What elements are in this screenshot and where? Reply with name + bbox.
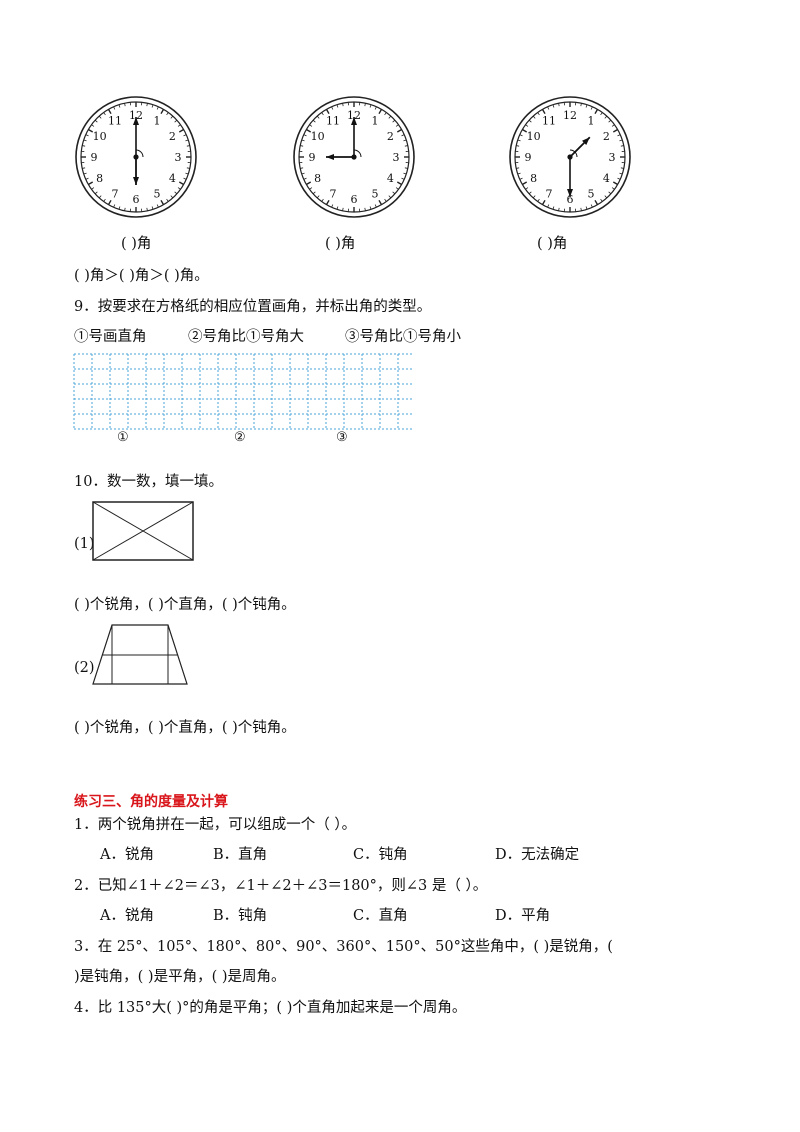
- s3-q1-option-a[interactable]: A．锐角: [100, 847, 154, 863]
- clock-number: 2: [603, 130, 610, 143]
- hour-hand: [326, 154, 354, 160]
- q9-req-3: ③号角比①号角小: [345, 329, 461, 345]
- hour-hand: [133, 157, 139, 185]
- s3-q2-option-b[interactable]: B．钝角: [213, 908, 268, 924]
- clock-number: 10: [93, 130, 107, 143]
- q9-req-1: ①号画直角: [74, 329, 147, 345]
- minute-hand: [351, 117, 357, 157]
- clock-number: 4: [169, 172, 176, 185]
- clock-number: 2: [169, 130, 176, 143]
- clock-number: 12: [563, 109, 577, 122]
- clock-number: 5: [588, 187, 595, 200]
- s3-q1-option-d[interactable]: D．无法确定: [495, 847, 580, 863]
- s3-q2-option-d[interactable]: D．平角: [495, 908, 551, 924]
- s3-q1-option-b[interactable]: B．直角: [213, 847, 268, 863]
- s3-q4-text: 4．比 135°大( )°的角是平角；( )个直角加起来是一个周角。: [74, 1000, 467, 1016]
- clock-number: 7: [330, 187, 337, 200]
- clock-number: 3: [175, 151, 182, 164]
- clock-number: 2: [387, 130, 394, 143]
- clock-number: 11: [542, 115, 556, 128]
- minute-hand: [567, 157, 573, 197]
- clock-number: 10: [311, 130, 325, 143]
- clock-number: 1: [588, 115, 595, 128]
- clock-number: 7: [546, 187, 553, 200]
- clock-number: 12: [347, 109, 361, 122]
- clock-number: 8: [314, 172, 321, 185]
- clock-number: 12: [129, 109, 143, 122]
- grid-marker-1: ①: [117, 430, 129, 445]
- clock-number: 4: [387, 172, 394, 185]
- clock-1-answer: ( )角: [121, 236, 152, 252]
- q9-title: 9．按要求在方格纸的相应位置画角，并标出角的类型。: [74, 299, 432, 315]
- hour-hand: [569, 136, 591, 158]
- clock-number: 6: [351, 193, 358, 206]
- s3-q2-text: 2．已知∠1＋∠2＝∠3，∠1＋∠2＋∠3＝180°，则∠3 是（ ）。: [74, 878, 488, 894]
- q10-part2-answer: ( )个锐角，( )个直角，( )个钝角。: [74, 720, 296, 736]
- trapezoid-figure: [92, 624, 188, 685]
- clock-number: 7: [112, 187, 119, 200]
- rectangle-with-diagonals: [92, 501, 194, 561]
- clock-number: 6: [567, 193, 574, 206]
- clock-number: 10: [527, 130, 541, 143]
- clock-number: 1: [372, 115, 379, 128]
- clock-number: 8: [530, 172, 537, 185]
- s3-q1-text: 1．两个锐角拼在一起，可以组成一个（ ）。: [74, 817, 357, 833]
- clock-number: 9: [309, 151, 316, 164]
- clock-number: 9: [525, 151, 532, 164]
- clock-number: 11: [108, 115, 122, 128]
- s3-q2-option-a[interactable]: A．锐角: [100, 908, 154, 924]
- clock-number: 3: [609, 151, 616, 164]
- q10-part1-label: (1): [74, 536, 95, 552]
- s3-q3-line1: 3．在 25°、105°、180°、80°、90°、360°、150°、50°这…: [74, 939, 613, 955]
- grid-paper[interactable]: [72, 352, 414, 432]
- clock-number: 9: [91, 151, 98, 164]
- q10-part1-answer: ( )个锐角，( )个直角，( )个钝角。: [74, 597, 296, 613]
- grid-marker-3: ③: [336, 430, 348, 445]
- q10-title: 10．数一数，填一填。: [74, 474, 223, 490]
- s3-q2-option-c[interactable]: C．直角: [353, 908, 408, 924]
- clock-number: 11: [326, 115, 340, 128]
- clock-number: 8: [96, 172, 103, 185]
- q9-req-2: ②号角比①号角大: [188, 329, 304, 345]
- clock-number: 5: [154, 187, 161, 200]
- q10-part2-label: (2): [74, 660, 95, 676]
- clock-number: 1: [154, 115, 161, 128]
- grid-marker-2: ②: [234, 430, 246, 445]
- clock-number: 3: [393, 151, 400, 164]
- section3-heading: 练习三、角的度量及计算: [74, 794, 228, 810]
- clock-3-answer: ( )角: [537, 236, 568, 252]
- clock-number: 6: [133, 193, 140, 206]
- clock-number: 4: [603, 172, 610, 185]
- s3-q3-line2: )是钝角，( )是平角，( )是周角。: [74, 969, 286, 985]
- minute-hand: [133, 117, 139, 157]
- clock-2-answer: ( )角: [325, 236, 356, 252]
- clock-number: 5: [372, 187, 379, 200]
- compare-line: ( )角＞( )角＞( )角。: [74, 268, 209, 284]
- s3-q1-option-c[interactable]: C．钝角: [353, 847, 408, 863]
